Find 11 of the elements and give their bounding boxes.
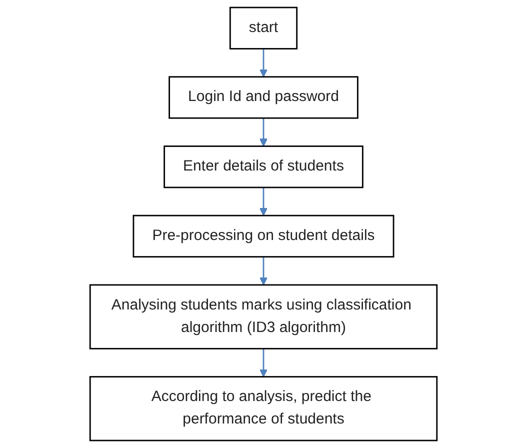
arrow (259, 48, 268, 78)
node-box: Analysing students marks using classification algorithm (ID3 algorithm) (89, 284, 438, 350)
node-box: Pre-processing on student details (132, 214, 394, 258)
node-box: start (229, 6, 298, 50)
arrow (259, 187, 268, 216)
node-box: Login Id and password (168, 76, 358, 119)
node-box: Enter details of students (164, 146, 364, 188)
arrow (259, 256, 268, 286)
node-box: According to analysis, predict the performance of students (89, 376, 438, 442)
arrow (259, 348, 268, 378)
arrow (259, 118, 268, 147)
